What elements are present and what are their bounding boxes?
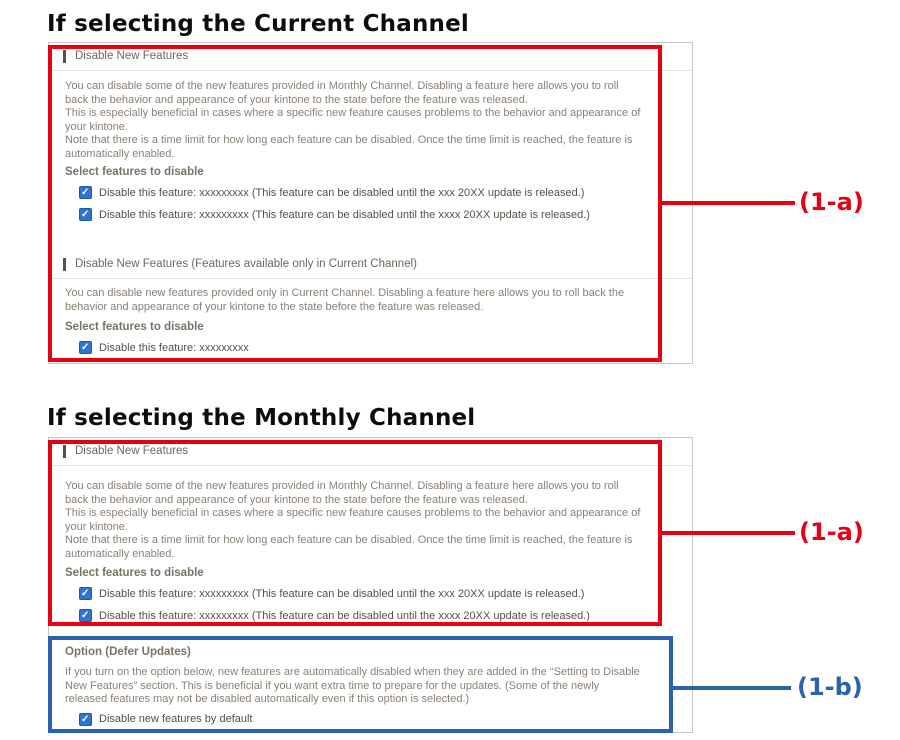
feature-checkbox-label: Disable this feature: xxxxxxxxx (This fe… (99, 609, 590, 622)
settings-panel-monthly: Disable New Features You can disable som… (48, 437, 693, 733)
description-line: Note that there is a time limit for how … (65, 534, 633, 560)
description-line: You can disable new features provided on… (65, 287, 625, 313)
annotation-label-1a: (1-a) (799, 518, 864, 546)
section-header-disable-new-features: Disable New Features (49, 43, 692, 71)
annotation-connector-line (662, 531, 795, 535)
feature-checkbox-label: Disable this feature: xxxxxxxxx (99, 341, 249, 354)
description-text: You can disable new features provided on… (65, 287, 642, 314)
select-features-label: Select features to disable (65, 166, 204, 178)
description-line: This is especially beneficial in cases w… (65, 507, 641, 533)
annotation-connector-line (662, 201, 795, 205)
section-header-label: Disable New Features (63, 445, 188, 458)
feature-checkbox-label: Disable this feature: xxxxxxxxx (This fe… (99, 208, 590, 221)
defer-checkbox-label: Disable new features by default (99, 713, 253, 725)
description-line: If you turn on the option below, new fea… (65, 666, 640, 705)
section-header-disable-new-features: Disable New Features (49, 438, 692, 466)
feature-checkbox-row[interactable]: Disable this feature: xxxxxxxxx (This fe… (79, 186, 692, 199)
select-features-label: Select features to disable (65, 567, 204, 579)
section-header-label: Disable New Features (Features available… (63, 258, 417, 271)
annotation-label-1a: (1-a) (799, 188, 864, 216)
option-defer-updates-header: Option (Defer Updates) (65, 646, 191, 658)
description-line: This is especially beneficial in cases w… (65, 107, 641, 133)
feature-checkbox-label: Disable this feature: xxxxxxxxx (This fe… (99, 587, 585, 600)
description-text: If you turn on the option below, new fea… (65, 666, 642, 707)
annotation-label-1b: (1-b) (797, 673, 863, 701)
heading-current-channel: If selecting the Current Channel (47, 11, 469, 37)
select-features-label: Select features to disable (65, 321, 204, 333)
feature-checkbox-label: Disable this feature: xxxxxxxxx (This fe… (99, 186, 585, 199)
checked-checkbox-icon[interactable] (79, 186, 92, 199)
checked-checkbox-icon[interactable] (79, 208, 92, 221)
description-text: You can disable some of the new features… (65, 80, 642, 161)
checked-checkbox-icon[interactable] (79, 341, 92, 354)
section-header-current-only: Disable New Features (Features available… (49, 251, 692, 279)
description-text: You can disable some of the new features… (65, 480, 642, 561)
annotation-connector-line (673, 686, 791, 690)
feature-checkbox-row[interactable]: Disable this feature: xxxxxxxxx (This fe… (79, 208, 692, 221)
description-line: Note that there is a time limit for how … (65, 134, 633, 160)
settings-panel-current: Disable New Features You can disable som… (48, 42, 693, 364)
checked-checkbox-icon[interactable] (79, 712, 92, 726)
description-line: You can disable some of the new features… (65, 480, 619, 506)
description-line: You can disable some of the new features… (65, 80, 619, 106)
defer-updates-checkbox-row[interactable]: Disable new features by default (79, 712, 692, 726)
feature-checkbox-row[interactable]: Disable this feature: xxxxxxxxx (This fe… (79, 587, 692, 600)
feature-checkbox-row[interactable]: Disable this feature: xxxxxxxxx (This fe… (79, 609, 692, 622)
section-header-label: Disable New Features (63, 50, 188, 63)
feature-checkbox-row[interactable]: Disable this feature: xxxxxxxxx (79, 341, 692, 354)
checked-checkbox-icon[interactable] (79, 609, 92, 622)
checked-checkbox-icon[interactable] (79, 587, 92, 600)
heading-monthly-channel: If selecting the Monthly Channel (47, 405, 476, 431)
